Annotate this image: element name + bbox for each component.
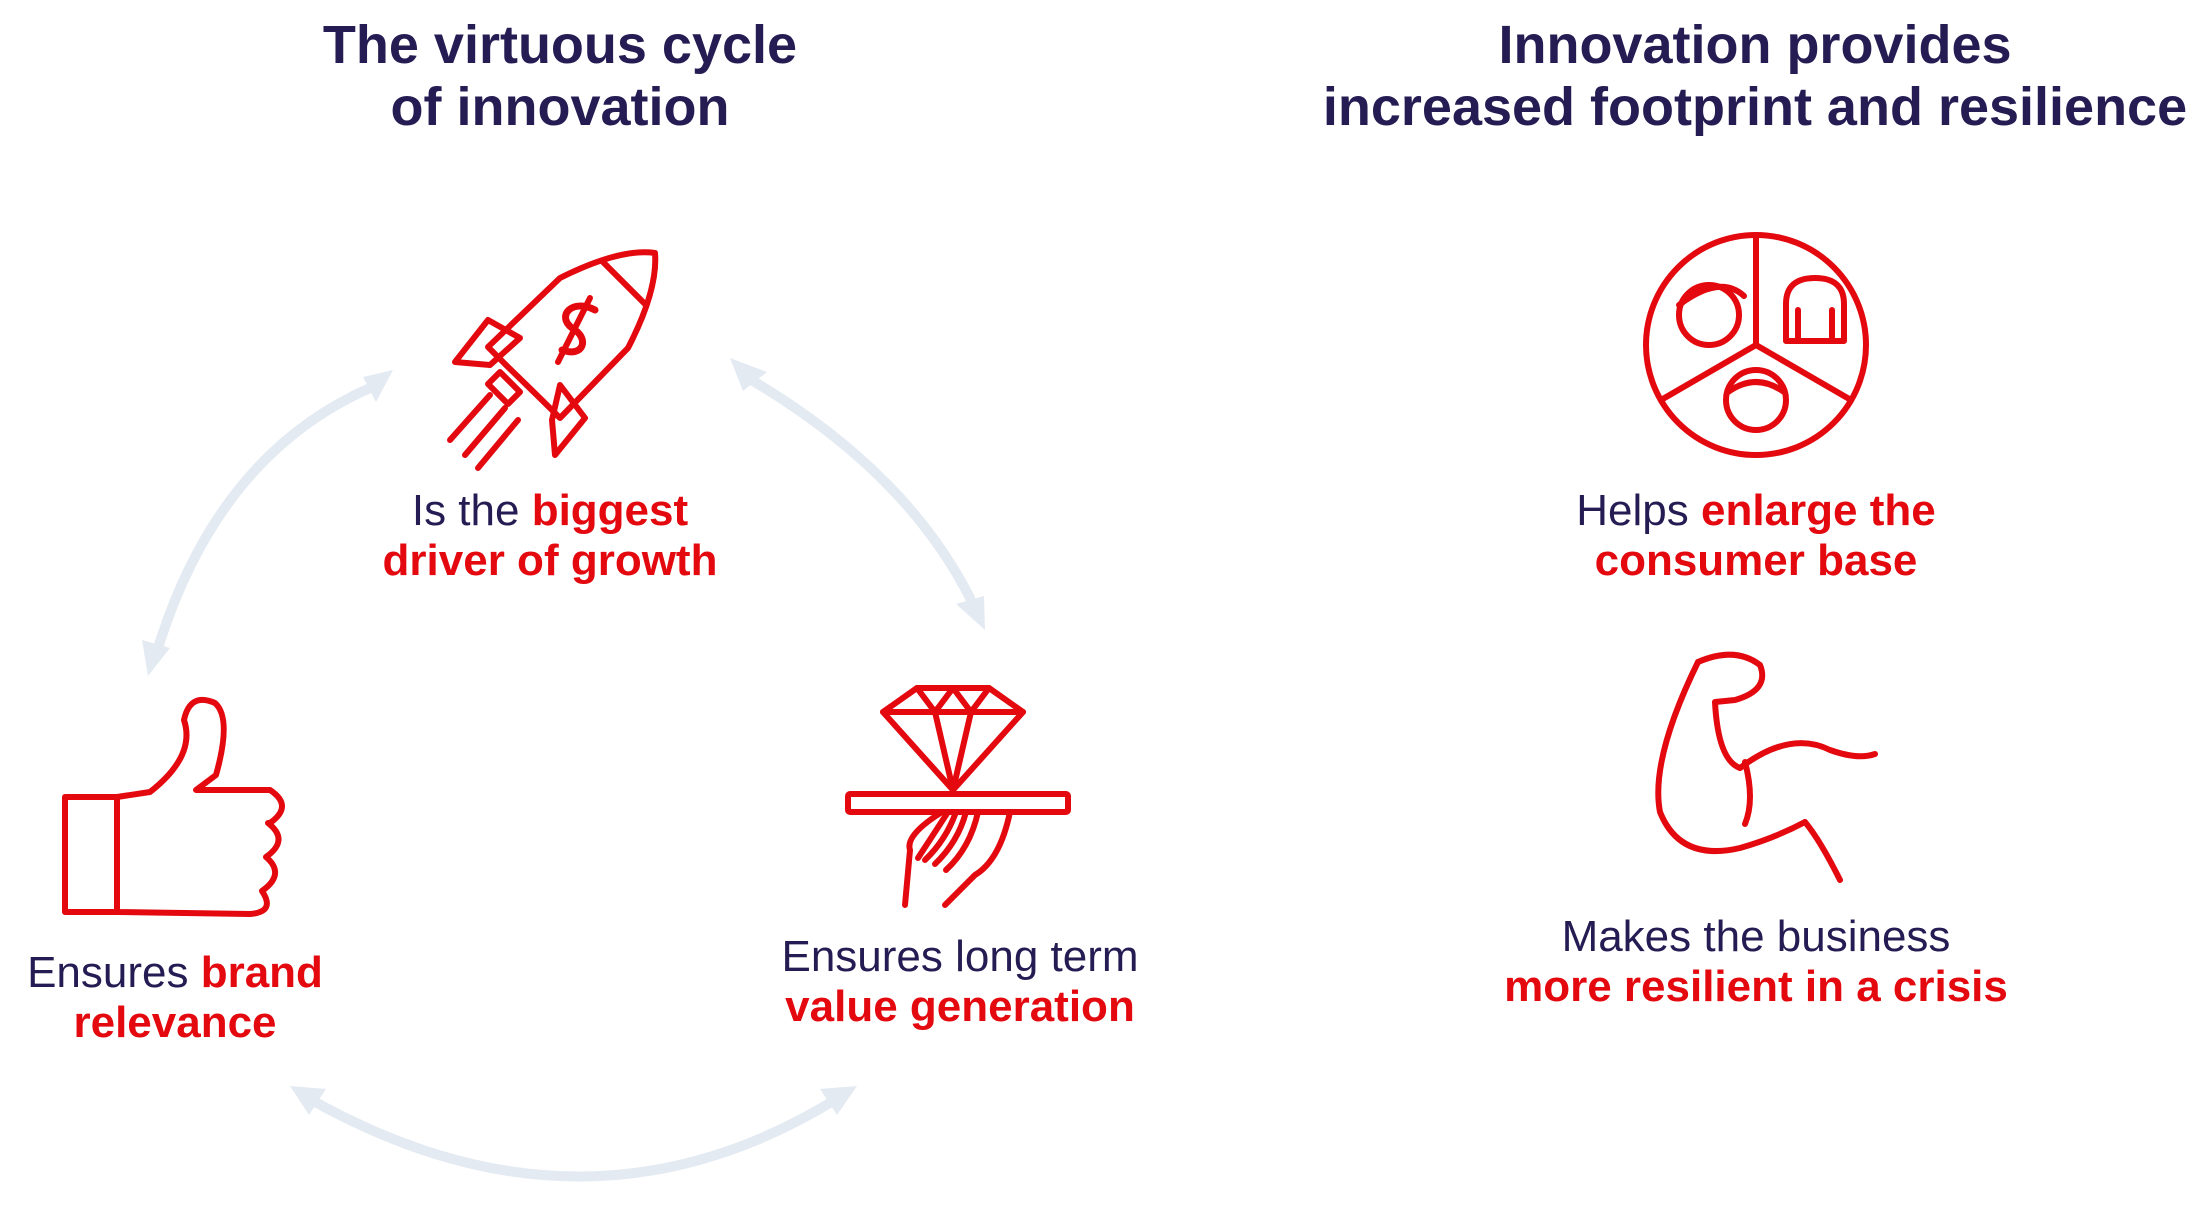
cycle-arrowhead [956,596,985,630]
cycle-arrowhead [730,358,767,391]
flexed-arm-icon [1655,651,1878,883]
cycle-arrows [142,358,985,1182]
growth-caption: Is the biggest driver of growth [300,486,800,586]
growth-caption-highlight-1: biggest [531,486,689,535]
cycle-arrowhead [363,370,393,402]
cycle-arrowhead [142,640,170,676]
resilience-caption-prefix: Makes the business [1561,912,1951,961]
brand-caption: Ensures brand relevance [0,948,350,1048]
cycle-arrowhead [820,1086,857,1115]
consumer-caption-prefix: Helps [1576,486,1701,535]
footprint-title-line-1: Innovation provides [1498,15,2012,75]
cycle-title: The virtuous cycle of innovation [230,14,890,138]
cycle-arrow-growth-to-value [743,373,975,603]
value-caption-prefix: Ensures long term [781,932,1139,981]
cycle-title-line-2: of innovation [390,77,730,137]
thumbs-up-icon [62,696,285,917]
footprint-title-line-2: increased footprint and resilience [1322,77,2188,137]
brand-caption-prefix: Ensures [27,948,201,997]
value-caption: Ensures long term value generation [690,932,1230,1032]
resilience-caption: Makes the business more resilient in a c… [1446,912,2066,1012]
rocket-dollar-icon [447,249,659,471]
brand-caption-highlight-1: brand [200,948,323,997]
consumer-faces-icon [1643,232,1869,458]
consumer-caption: Helps enlarge the consumer base [1496,486,2016,586]
consumer-caption-highlight-2: consumer base [1594,536,1918,585]
resilience-caption-highlight: more resilient in a crisis [1504,962,2008,1011]
growth-caption-prefix: Is the [411,486,532,535]
cycle-arrowhead [290,1086,326,1115]
value-caption-highlight: value generation [785,982,1135,1031]
cycle-arrow-brand-to-growth [153,383,375,653]
growth-caption-highlight-2: driver of growth [382,536,718,585]
diamond-on-tray-icon [845,685,1071,908]
cycle-arrow-brand-to-value [303,1093,843,1182]
consumer-caption-highlight-1: enlarge the [1700,486,1936,535]
brand-caption-highlight-2: relevance [73,998,277,1047]
footprint-title: Innovation provides increased footprint … [1250,14,2202,138]
cycle-title-line-1: The virtuous cycle [322,15,798,75]
